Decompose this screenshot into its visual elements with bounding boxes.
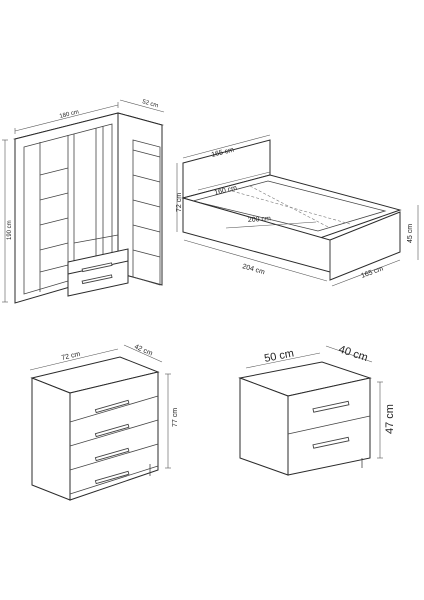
nightstand-depth-label: 40 cm <box>337 343 369 364</box>
wardrobe-drawing <box>13 112 164 304</box>
wardrobe-width-label: 180 cm <box>59 109 80 120</box>
bed-height-label: 72 cm <box>176 193 183 212</box>
bed-width-label: 165 cm <box>360 265 384 279</box>
nightstand-height-label: 47 cm <box>384 404 396 434</box>
bed-mattress-label: 200 cm <box>248 215 272 224</box>
dresser-height-label: 77 cm <box>172 408 179 427</box>
wardrobe-dimensions: 180 cm 52 cm 190 cm <box>2 99 165 303</box>
wardrobe-height-label: 190 cm <box>7 220 13 240</box>
dresser-depth-label: 42 cm <box>133 343 153 357</box>
nightstand-dimensions: 50 cm 40 cm 47 cm <box>245 343 396 459</box>
bed-length-label: 204 cm <box>241 263 265 276</box>
bed-side-height-label: 45 cm <box>407 224 414 243</box>
nightstand-drawing <box>238 361 372 476</box>
nightstand-width-label: 50 cm <box>263 347 295 364</box>
dresser-width-label: 72 cm <box>61 351 81 362</box>
bed-drawing <box>181 139 402 281</box>
dresser-drawing <box>30 356 160 501</box>
wardrobe-depth-label: 52 cm <box>141 99 158 109</box>
